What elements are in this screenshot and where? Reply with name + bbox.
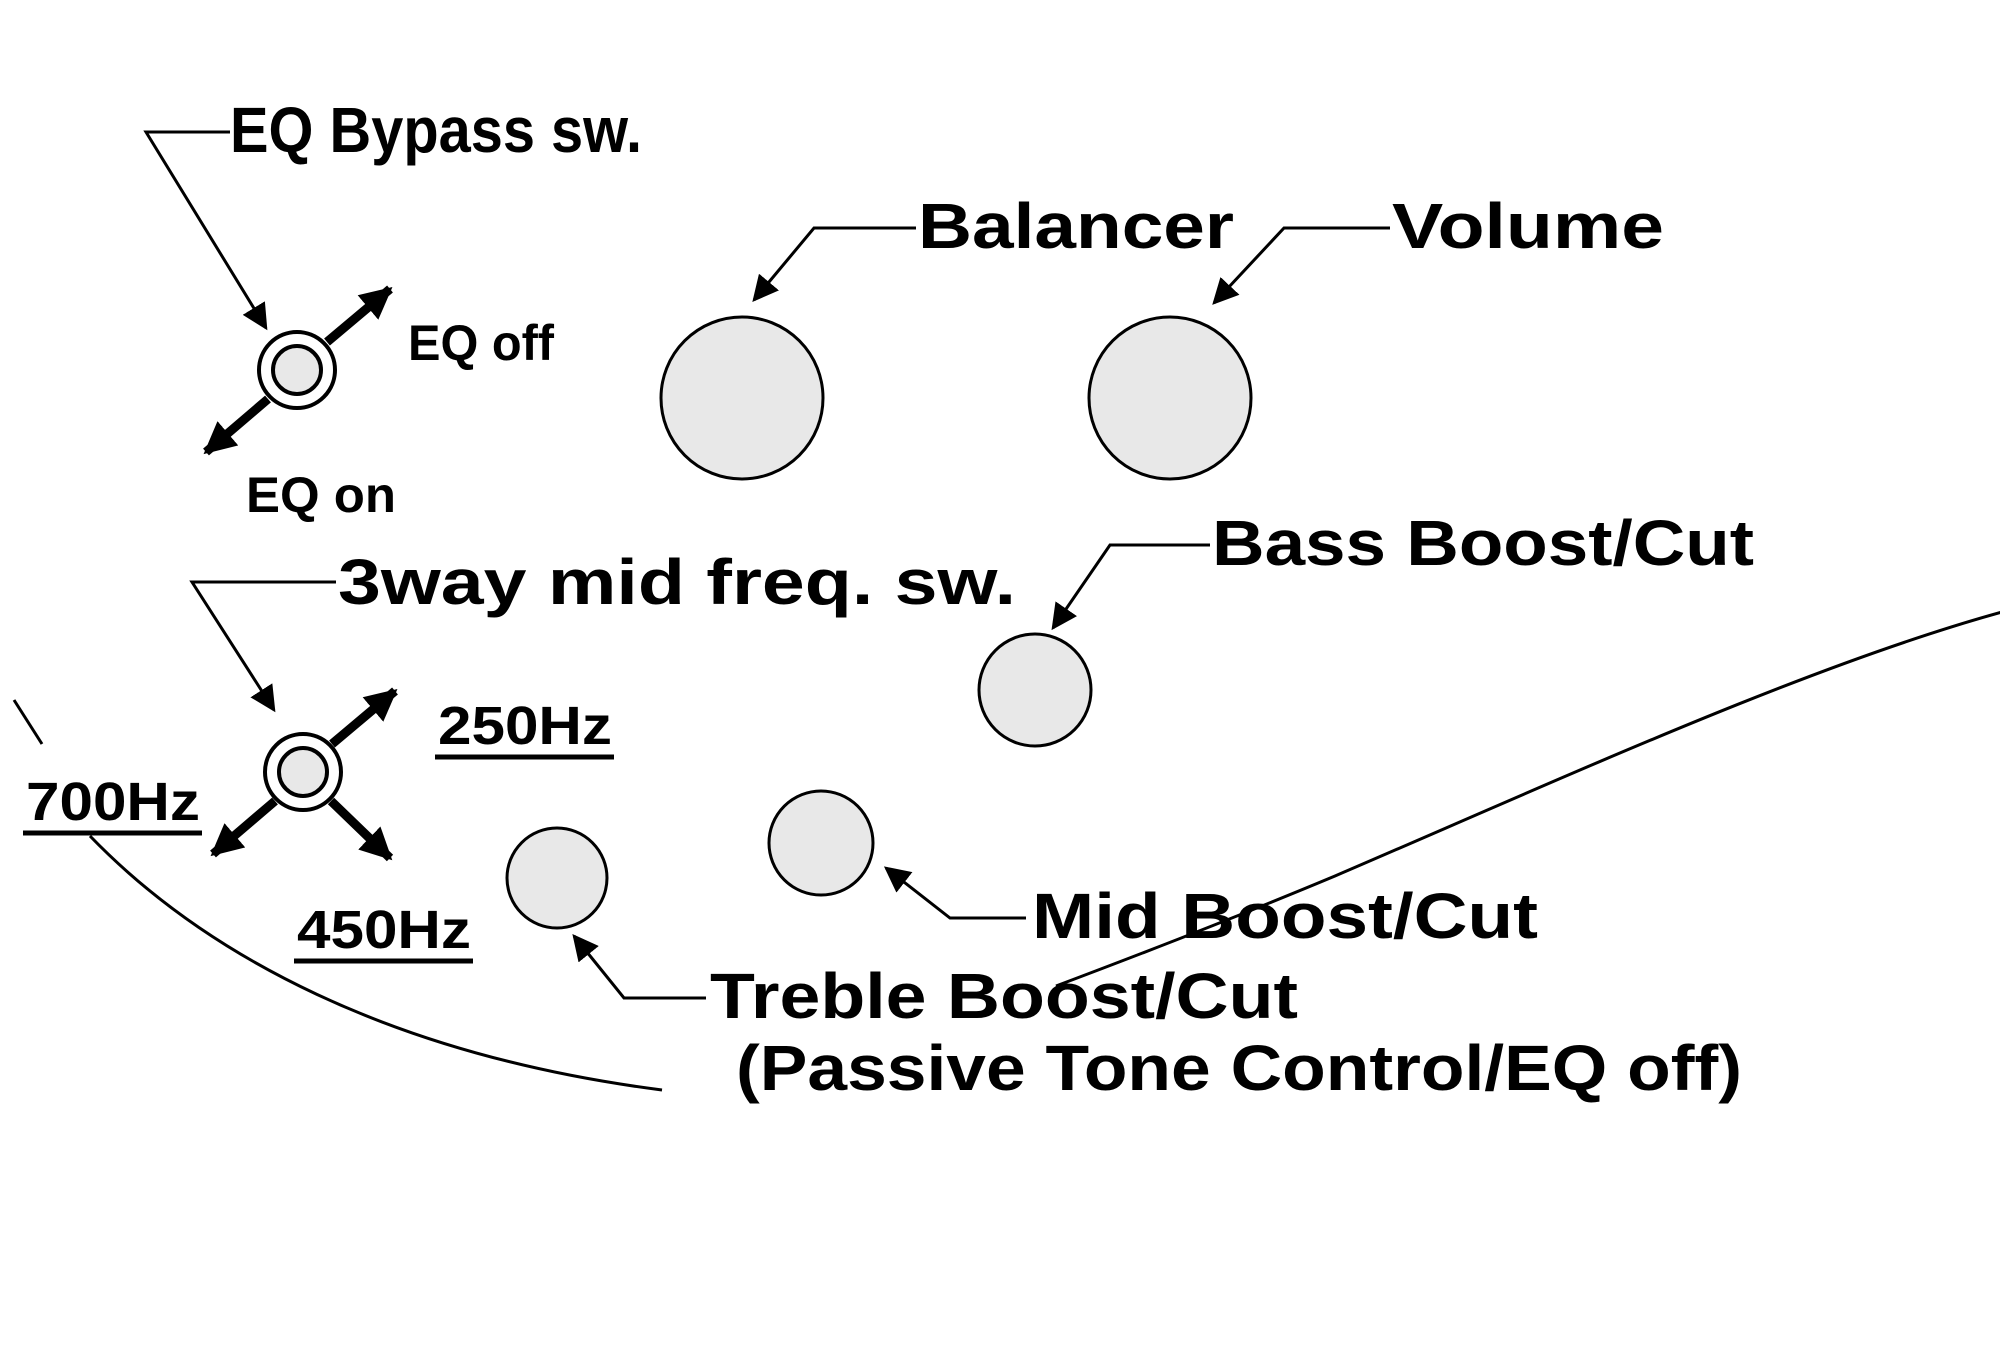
freq-450-direction-arrow [327,797,394,862]
freq-450-label: 450Hz [297,900,471,960]
freq-700-label: 700Hz [26,772,200,832]
mid-boost-cut-label: Mid Boost/Cut [1032,880,1538,952]
volume-knob [1087,315,1253,481]
eq-bypass-switch-knob [271,344,323,396]
balancer-knob [659,315,825,481]
body-outline-tick [12,699,44,745]
treble-leader-arrow [572,933,706,1000]
bass-boost-cut-label: Bass Boost/Cut [1212,507,1754,579]
freq-700-direction-arrow [210,797,278,858]
eq-on-direction-arrow [203,395,271,456]
freq-250-label: 250Hz [438,696,612,756]
mid-freq-leader-arrow [189,580,336,713]
volume-label: Volume [1392,190,1664,262]
mid-knob [767,789,875,897]
balancer-label: Balancer [918,190,1234,262]
eq-bypass-leader-arrow [143,130,268,331]
treble-boost-cut-label: Treble Boost/Cut [710,960,1298,1032]
treble-knob [505,826,609,930]
eq-on-label: EQ on [246,467,396,523]
eq-off-direction-arrow [324,285,393,346]
eq-off-label: EQ off [408,315,554,371]
freq-250-direction-arrow [329,687,398,748]
body-outline-left [88,834,663,1092]
mid-freq-switch-label: 3way mid freq. sw. [338,546,1016,618]
treble-passive-tone-sublabel: (Passive Tone Control/EQ off) [736,1032,1742,1104]
mid-leader-arrow [883,866,1026,920]
bass-leader-arrow [1051,543,1210,631]
balancer-leader-arrow [752,226,916,302]
volume-leader-arrow [1212,226,1390,305]
body-outline-right [1055,611,2000,988]
mid-freq-switch-knob [277,746,329,798]
eq-bypass-switch-label: EQ Bypass sw. [230,94,642,166]
bass-knob [977,632,1093,748]
